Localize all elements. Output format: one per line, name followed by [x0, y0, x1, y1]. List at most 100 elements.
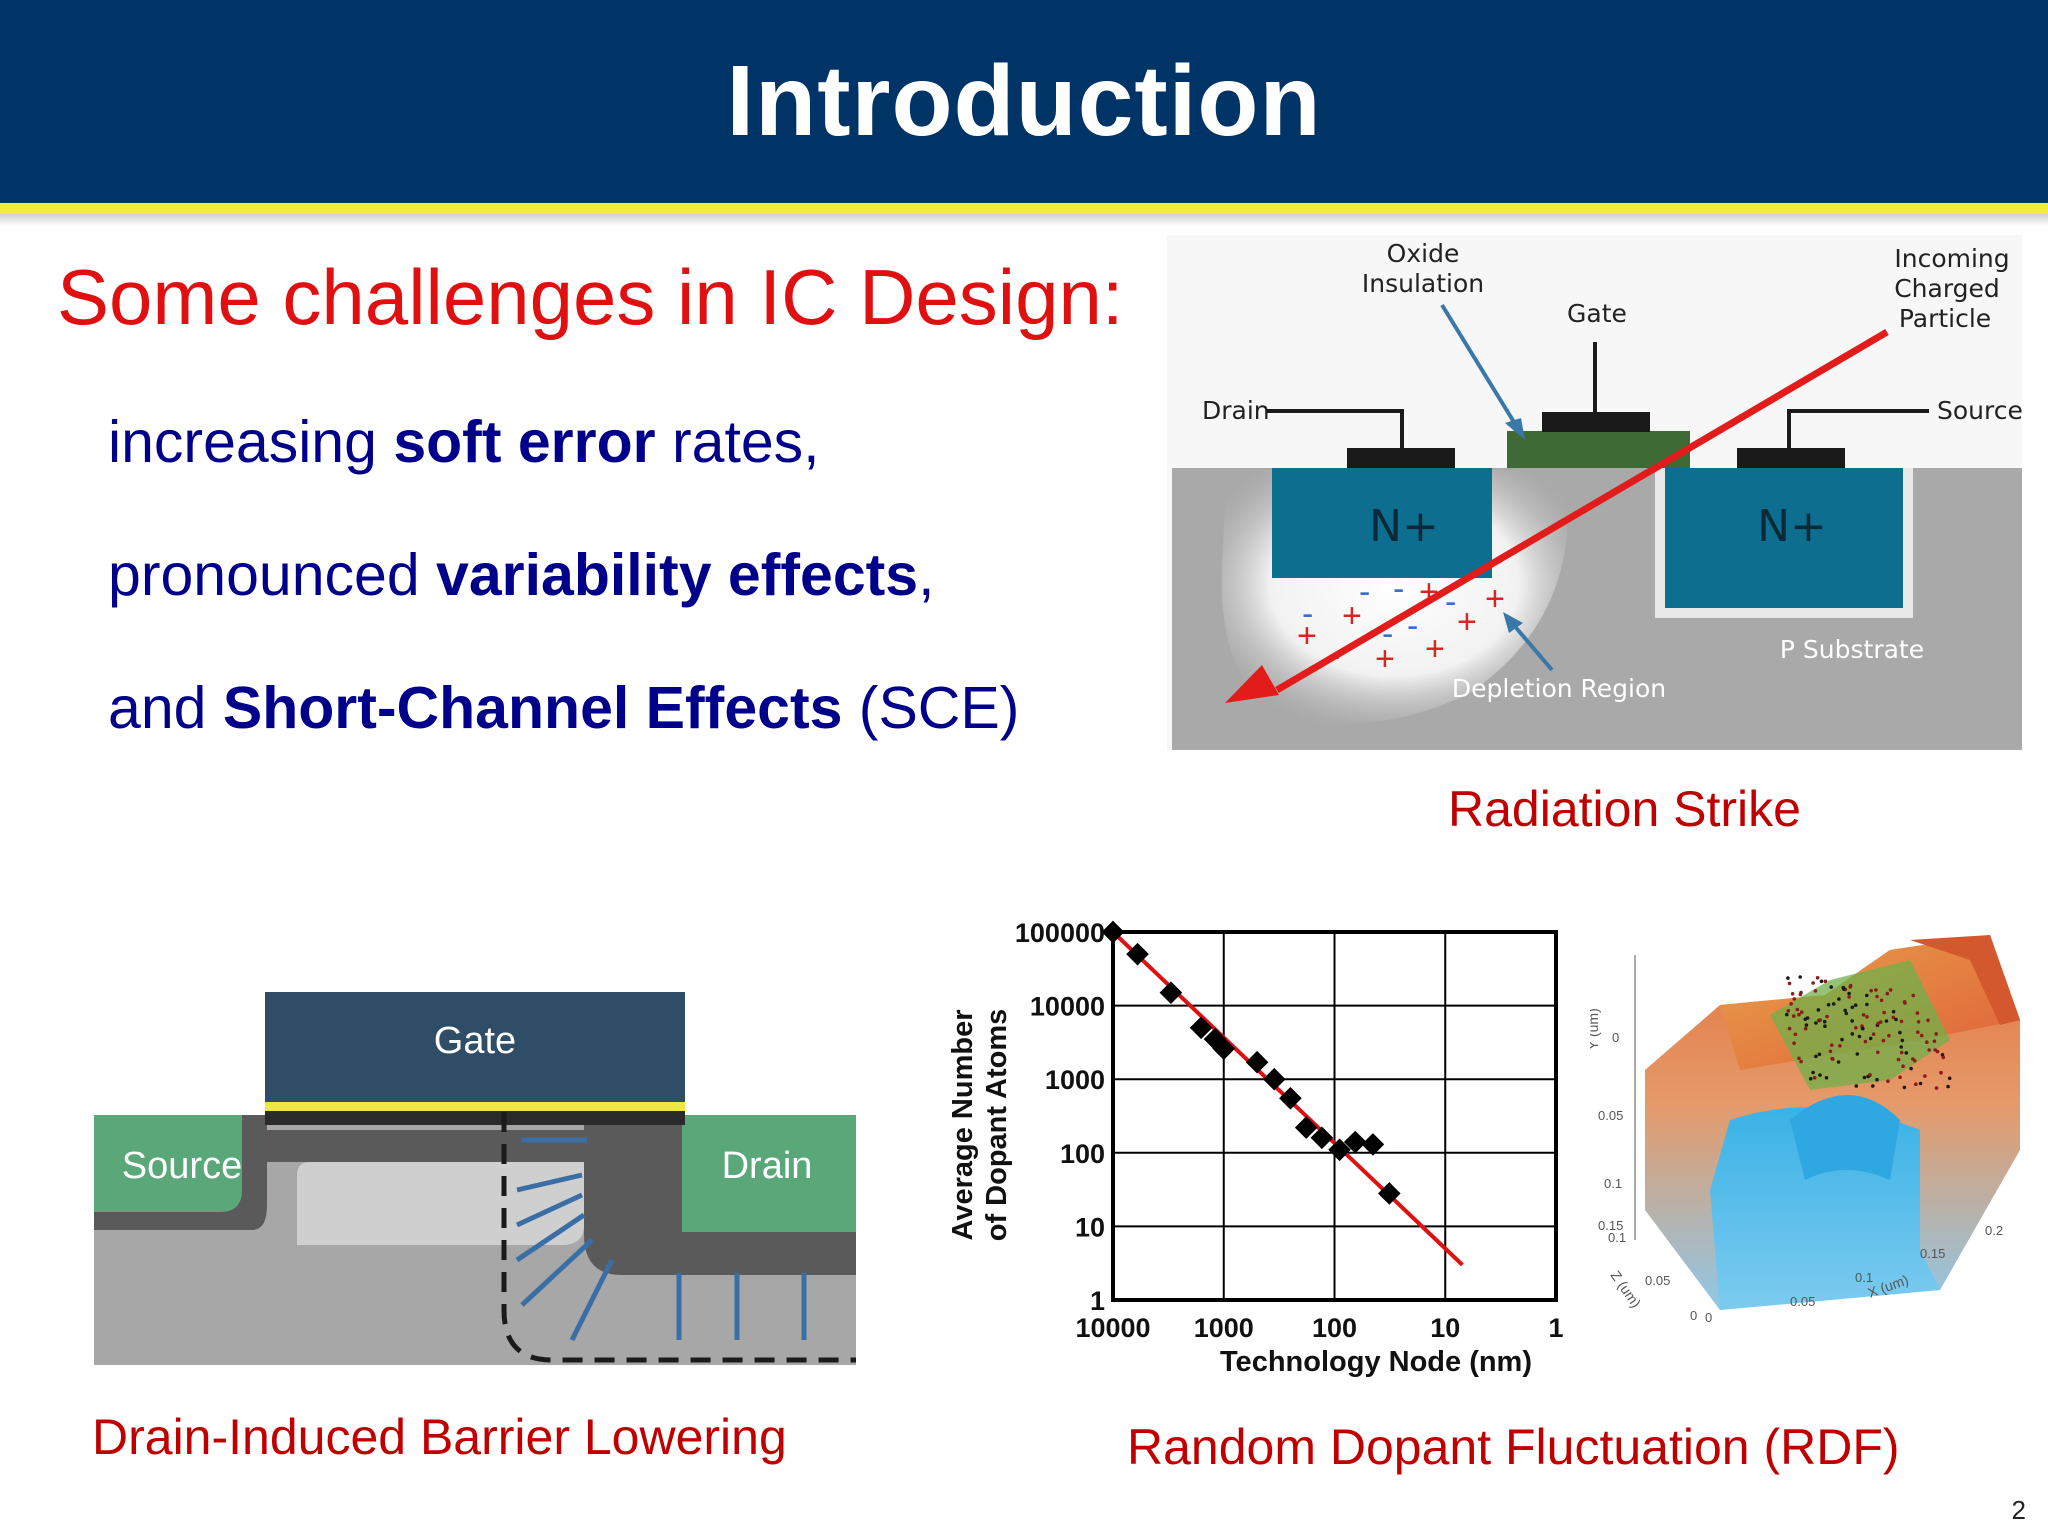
dopant-atom — [1793, 1032, 1798, 1037]
minus-charge: - — [1359, 573, 1370, 611]
dopant-atom — [1934, 1086, 1939, 1090]
dopant-atom — [1850, 1032, 1855, 1036]
dopant-atom — [1881, 1038, 1886, 1043]
y-tick-label: 1 — [1090, 1286, 1105, 1316]
incoming-label-line3: Particle — [1899, 304, 1991, 333]
dopant-atom — [1854, 1084, 1859, 1088]
y-tick-01: 0.1 — [1604, 1176, 1622, 1191]
dopant-atom — [1865, 993, 1869, 998]
dopant-atom — [1899, 1019, 1904, 1024]
dopant-atom — [1933, 1048, 1937, 1052]
chart-grid — [1113, 932, 1556, 1300]
radiation-caption: Radiation Strike — [1448, 781, 1801, 837]
dopant-atom — [1887, 1033, 1891, 1038]
dopant-atom — [1843, 1008, 1847, 1013]
z-tick-0: 0 — [1690, 1308, 1697, 1323]
source-label: Source — [1937, 396, 2022, 425]
dopant-atom — [1915, 1011, 1920, 1015]
dibl-drain-label: Drain — [722, 1145, 813, 1187]
oxide-label-line1: Oxide — [1387, 239, 1460, 268]
field-arrow — [569, 1258, 615, 1342]
bullet-text: , — [918, 542, 935, 608]
x-tick-02: 0.2 — [1985, 1223, 2003, 1238]
dopant-atom — [1865, 1015, 1869, 1019]
dopant-atom — [1787, 981, 1792, 986]
dopant-atom — [1798, 975, 1802, 979]
dopant-atom — [1817, 1052, 1822, 1057]
x-tick-015: 0.15 — [1920, 1246, 1945, 1261]
data-point — [1377, 1182, 1401, 1205]
dopant-atom — [1925, 1040, 1929, 1044]
x-tick-0: 0 — [1705, 1310, 1712, 1325]
oxide-pointer-head — [1505, 418, 1525, 440]
dibl-diagram: Gate Source Drain — [94, 992, 856, 1365]
rdf-caption: Random Dopant Fluctuation (RDF) — [1127, 1419, 1900, 1475]
minus-charge: - — [1445, 583, 1456, 621]
incoming-label-line1: Incoming — [1894, 244, 2009, 273]
bullet-soft-error: increasing soft error rates, — [108, 408, 820, 476]
data-point — [1343, 1130, 1367, 1154]
field-arrow — [515, 1212, 586, 1263]
n-plus-left-label: N+ — [1369, 501, 1439, 552]
dopant-atom — [1816, 1008, 1821, 1012]
dopant-atom — [1811, 1070, 1815, 1075]
y-tick-015: 0.15 — [1598, 1218, 1623, 1233]
dopant-atom — [1926, 1018, 1930, 1023]
dopant-atom — [1828, 1049, 1833, 1054]
dopant-atom — [1901, 1064, 1905, 1068]
slide-subtitle: Some challenges in IC Design: — [57, 253, 1124, 341]
dopant-atom — [1868, 1073, 1872, 1077]
bullet-emphasis: soft error — [393, 409, 656, 475]
dopant-atom — [1891, 1015, 1896, 1020]
gate-dielectric — [265, 1111, 685, 1125]
depletion-boundary — [501, 1112, 856, 1363]
dopant-atom — [1826, 1003, 1831, 1007]
dopant-atom — [1789, 1002, 1793, 1006]
dopant-atom — [1879, 998, 1884, 1003]
dopant-atom — [1825, 1014, 1829, 1019]
dopant-atom — [1853, 1003, 1858, 1007]
dopant-atom — [1818, 1018, 1822, 1022]
dopant-atom — [1919, 1033, 1924, 1038]
dopant-atom — [1934, 1032, 1938, 1036]
dopant-atom — [1786, 976, 1790, 980]
dopant-atom — [1847, 995, 1851, 999]
dopant-atom — [1812, 1075, 1817, 1080]
minus-charge: - — [1393, 570, 1404, 608]
dopant-atom — [1863, 1039, 1868, 1044]
x-tick-label: 1 — [1548, 1313, 1563, 1343]
gate-oxide-layer — [265, 1102, 685, 1111]
dopant-atom — [1797, 1056, 1801, 1061]
dopant-atom — [1814, 1054, 1818, 1059]
dopant-atom — [1831, 1002, 1836, 1006]
dopant-atom — [1847, 991, 1851, 996]
plus-charge: + — [1297, 617, 1317, 655]
dopant-atom — [1914, 1082, 1918, 1086]
n-plus-left-region — [1272, 468, 1492, 578]
plus-charge: + — [1485, 580, 1505, 618]
n-plus-right-region — [1665, 468, 1903, 608]
dopant-atom — [1787, 1026, 1792, 1031]
dopant-atom — [1792, 997, 1796, 1001]
dopant-atom — [1848, 985, 1852, 989]
dopant-atom — [1932, 1039, 1937, 1043]
dopant-atom — [1850, 1019, 1854, 1023]
drain-label: Drain — [1202, 396, 1270, 425]
dopant-atom — [1904, 1051, 1909, 1055]
particle-track-head — [1225, 665, 1279, 703]
dopant-atom — [1850, 1005, 1855, 1010]
slide-title: Introduction — [726, 45, 1322, 157]
depletion-well — [1790, 1095, 1900, 1180]
y-tick-label: 1000 — [1045, 1065, 1105, 1095]
data-point — [1159, 981, 1183, 1004]
dopant-atom — [1790, 992, 1795, 996]
dopant-atom — [1861, 1026, 1865, 1031]
source-contact — [1737, 448, 1845, 468]
dopant-atom — [1911, 1057, 1915, 1061]
minus-charge: - — [1302, 595, 1313, 633]
dopant-atom — [1903, 1001, 1907, 1005]
source-lead — [1787, 409, 1929, 448]
page-number: 2 — [2011, 1495, 2026, 1525]
gate-ridge — [1910, 935, 2020, 1025]
channel-surface — [267, 1130, 584, 1162]
